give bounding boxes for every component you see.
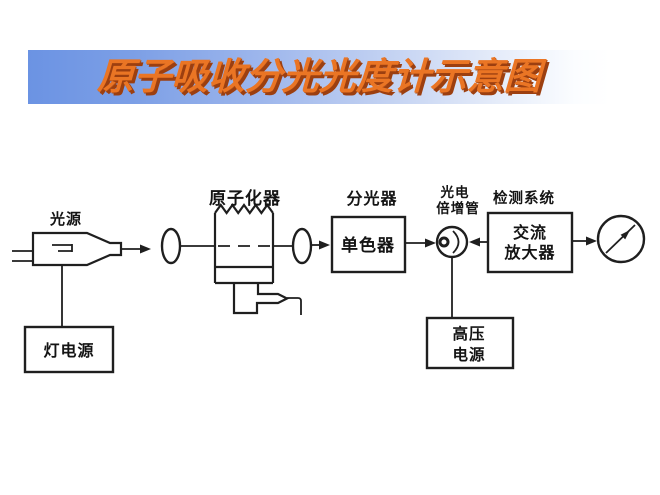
hv-power-box: 高压 电源 [425, 316, 515, 370]
burner-icon [232, 283, 302, 315]
light-source-lamp-icon [12, 231, 123, 267]
arrow-monochromator-to-pmt [405, 238, 436, 248]
amplifier-box: 交流 放大器 [486, 211, 574, 274]
beam-splitter-label: 分光器 [346, 189, 397, 208]
light-source-label: 光源 [49, 210, 82, 228]
lens-icon-1 [160, 227, 182, 265]
pmt-icon [435, 225, 469, 259]
lens-icon-2 [291, 227, 313, 265]
hv-label-line1: 高压 [452, 324, 485, 343]
atomizer-label: 原子化器 [209, 188, 281, 209]
pmt-label-line2: 倍增管 [436, 200, 480, 217]
lamp-power-label: 灯电源 [43, 341, 94, 360]
amplifier-label-line1: 交流 [513, 223, 547, 242]
meter-icon [596, 214, 646, 264]
detection-system-label: 检测系统 [493, 189, 555, 207]
hv-label-line2: 电源 [452, 345, 485, 364]
lamp-power-box: 灯电源 [23, 325, 115, 374]
monochromator-label: 单色器 [341, 235, 395, 256]
pmt-label-line1: 光电 [440, 184, 470, 201]
title-banner: 原子吸收分光光度计示意图 [28, 50, 610, 104]
amplifier-label-line2: 放大器 [503, 243, 555, 262]
arrow-amplifier-to-meter [572, 236, 597, 246]
atomizer-box [213, 203, 275, 285]
monochromator-box: 单色器 [330, 215, 407, 274]
arrow-lens2-to-monochromator [311, 240, 330, 250]
arrow-lamp-to-lens [121, 244, 151, 254]
arrow-amplifier-to-pmt [469, 237, 488, 247]
